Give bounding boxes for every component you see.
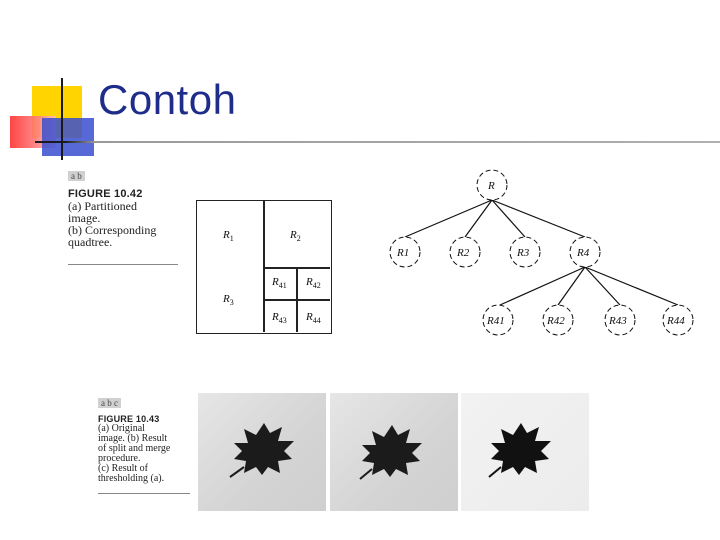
tree-label: R1 [396,247,409,259]
partition-divider [296,267,298,332]
caption-line: thresholding (a). [98,474,196,484]
tree-label: R43 [608,315,627,327]
region-r3: R3 [223,293,234,307]
leaf-photo-split-merge [330,393,458,511]
quadtree-diagram: R R1 R2 R3 R4 R41 R42 R43 R44 [380,165,700,345]
region-r2: R2 [290,229,301,243]
figure-panel-tag: a b [68,171,85,181]
tree-label: R3 [516,247,530,259]
caption-rule [98,493,190,494]
region-r1: R1 [223,229,234,243]
title-underline [35,141,720,143]
figure-panel-tag: a b c [98,398,121,408]
tree-label: R44 [666,315,685,327]
tree-label: R2 [456,247,470,259]
tree-label-root: R [487,180,495,192]
tree-label: R4 [576,247,590,259]
partitioned-image: R1 R2 R3 R41 R42 R43 R44 [196,200,332,334]
leaf-icon [198,393,326,511]
tree-label: R41 [486,315,505,327]
region-r43: R43 [272,311,287,325]
caption-rule [68,264,178,265]
decor-blue-square [42,118,94,156]
tree-label: R42 [546,315,565,327]
decor-vertical-line [61,78,63,160]
leaf-photo-thresholded [461,393,589,511]
region-r41: R41 [272,276,287,290]
leaf-icon [330,393,458,511]
caption-line: quadtree. [68,236,180,248]
figure-10-43-caption: a b c FIGURE 10.43 (a) Original image. (… [98,393,196,484]
region-r44: R44 [306,311,321,325]
slide-title: Contoh [98,76,236,124]
region-r42: R42 [306,276,321,290]
figure-10-42-caption: a b FIGURE 10.42 (a) Partitioned image. … [68,166,180,248]
leaf-icon [461,393,589,511]
leaf-photo-original [198,393,326,511]
